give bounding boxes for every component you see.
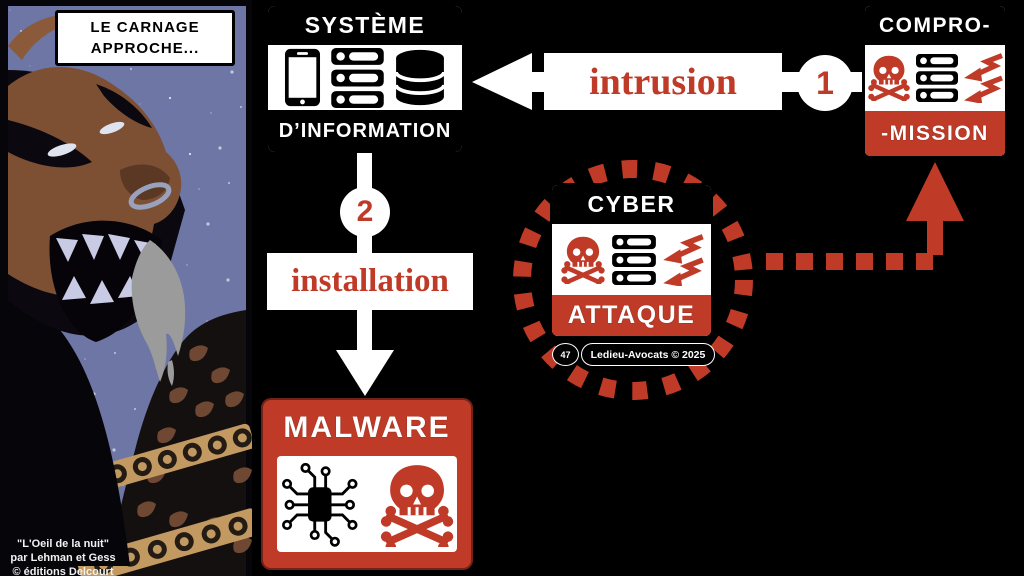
cyber-title-top: CYBER [552,185,711,224]
speech-text: LE CARNAGE APPROCHE... [90,19,200,57]
skull-crossbones-icon [377,461,457,547]
lightning-attack-icon [661,234,705,286]
dotted-path [766,253,944,270]
connector-vertical [357,308,372,352]
skull-crossbones-icon [559,236,607,284]
comic-credit-line: par Lehman et Gess [10,552,116,565]
arrow-down-icon [336,350,394,396]
page-number-badge: 47 [552,343,579,366]
malware-title: MALWARE [283,411,451,444]
system-box-title-top: SYSTÈME [268,6,462,45]
skull-crossbones-icon [866,55,912,101]
installation-label: installation [267,253,473,310]
arrow-bridge [529,72,547,92]
database-icon [394,49,446,106]
server-stack-icon [612,235,656,285]
connector-vertical [357,235,372,255]
server-stack-icon [916,54,958,102]
compromission-icons [865,45,1005,111]
comic-credit-line: © éditions Delcourt [12,566,114,576]
system-information-box: SYSTÈME D’INFORMATION [265,3,465,155]
step-2-number: 2 [356,195,374,228]
circuit-chip-icon [277,459,361,549]
comic-credit-line: "L'Oeil de la nuit" [17,538,109,550]
malware-box: MALWARE [261,398,473,570]
credit-badge: Ledieu-Avocats © 2025 [581,343,715,366]
smartphone-icon [284,48,321,107]
cyber-title-bottom: ATTAQUE [552,295,711,336]
arrow-bridge [850,72,864,92]
dotted-attack-circle [513,160,753,400]
compromission-title-bottom: -MISSION [865,111,1005,156]
dotted-path-stem [927,220,943,255]
step-2-badge: 2 [340,187,390,237]
compromission-title-top: COMPRO- [865,6,1005,45]
intrusion-label: intrusion [544,53,782,110]
cyber-attack-box: CYBER ATTAQUE [550,183,713,338]
cyber-icons [552,224,711,295]
connector-vertical [357,153,372,189]
comic-art [0,0,260,576]
server-stack-icon [331,48,384,108]
lightning-attack-icon [962,53,1004,103]
arrow-up-icon [906,162,964,221]
comic-panel: LE CARNAGE APPROCHE... "L'Oeil de la nui… [0,0,260,576]
comic-credit: "L'Oeil de la nuit" par Lehman et Gess ©… [2,537,124,576]
step-1-badge: 1 [797,55,853,111]
arrow-bridge [780,72,802,92]
system-box-icons [268,45,462,110]
system-box-title-bottom: D’INFORMATION [268,110,462,152]
compromission-box: COMPRO- -MISSION [862,3,1008,159]
arrow-left-icon [472,53,532,110]
speech-bubble: LE CARNAGE APPROCHE... [55,10,235,66]
step-1-number: 1 [816,64,834,101]
malware-icons-panel [277,456,457,552]
